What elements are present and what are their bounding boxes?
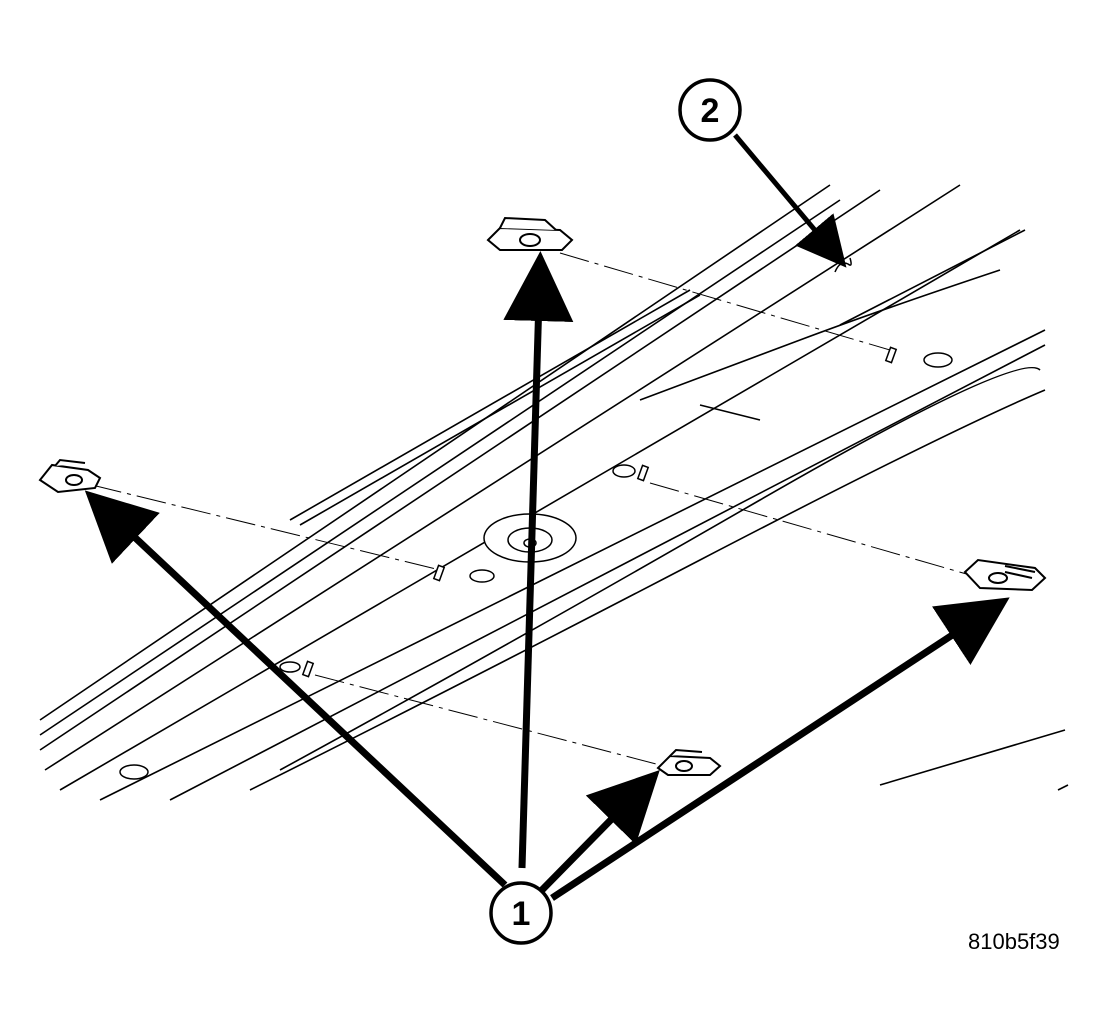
callout-2: 2 — [678, 78, 742, 142]
figure-code: 810b5f39 — [968, 929, 1060, 954]
callout-1: 1 — [489, 881, 553, 945]
clip-left — [38, 458, 102, 494]
floor-pan-panel — [39, 184, 1069, 801]
clip-top — [486, 216, 574, 251]
callout-2-label: 2 — [701, 92, 720, 130]
clip-bottom — [656, 748, 722, 776]
callout-2-leader — [733, 133, 847, 268]
callout-1-leaders — [84, 251, 1010, 901]
callout-1-label: 1 — [512, 895, 531, 933]
clip-right — [963, 558, 1047, 592]
